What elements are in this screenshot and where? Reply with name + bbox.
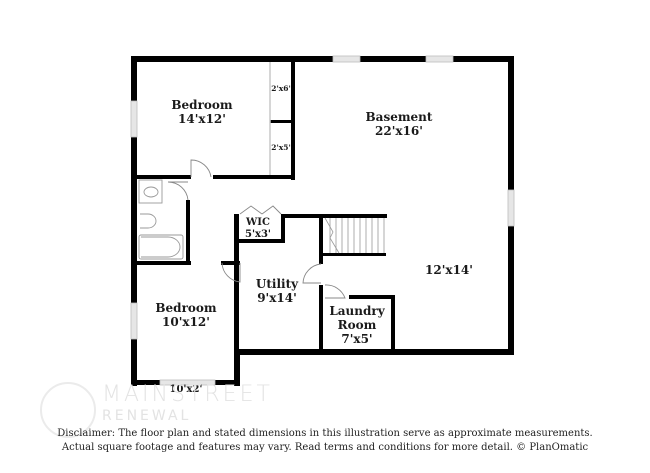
- room-label-laundry: Laundry Room 7'x5': [329, 304, 385, 346]
- room-dimensions: 5'x3': [244, 228, 272, 240]
- room-dimensions: 14'x12': [178, 111, 226, 126]
- room-name: Bedroom: [171, 98, 233, 112]
- room-label-wic: WIC 5'x3': [245, 217, 271, 240]
- room-name-line1: Laundry: [329, 304, 385, 318]
- room-dimensions: 9'x14': [257, 290, 297, 305]
- room-label-closet-2: 2'x5': [271, 143, 291, 153]
- room-label-bedroom-1: Bedroom 14'x12': [171, 98, 233, 127]
- watermark-brand: MAINSTREET: [102, 382, 273, 407]
- disclaimer: Disclaimer: The floor plan and stated di…: [0, 427, 650, 455]
- watermark-logo-icon: [40, 382, 96, 438]
- room-label-bedroom-2: Bedroom 10'x12': [155, 301, 217, 330]
- doors: [167, 159, 346, 299]
- disclaimer-line-1: Disclaimer: The floor plan and stated di…: [57, 428, 593, 439]
- room-name: Bedroom: [155, 301, 217, 315]
- room-dimensions: 7'x5': [341, 331, 373, 346]
- room-dimensions: 2'x6': [271, 84, 291, 93]
- room-label-open-area: 12'x14': [425, 263, 473, 278]
- bathroom-fixtures: [138, 179, 184, 260]
- room-label-utility: Utility 9'x14': [255, 277, 299, 306]
- stairs: [324, 217, 385, 254]
- room-name-line2: Room: [337, 317, 377, 332]
- room-name: Utility: [255, 277, 299, 291]
- room-dimensions: 2'x5': [271, 143, 291, 152]
- room-dimensions: 12'x14': [425, 263, 473, 277]
- room-name: WIC: [246, 217, 270, 228]
- room-dimensions: 10'x2': [169, 384, 203, 395]
- room-dimensions: 22'x16': [375, 123, 423, 138]
- disclaimer-line-2: Actual square footage and features may v…: [61, 442, 589, 453]
- room-label-basement: Basement 22'x16': [365, 110, 433, 139]
- windows: [130, 55, 515, 386]
- watermark-sub: RENEWAL: [102, 408, 192, 424]
- room-dimensions: 10'x12': [162, 314, 210, 329]
- interior-walls: [131, 56, 395, 355]
- room-label-closet-3: 10'x2': [170, 384, 203, 396]
- room-name: Basement: [365, 110, 433, 124]
- room-label-closet-1: 2'x6': [271, 84, 291, 94]
